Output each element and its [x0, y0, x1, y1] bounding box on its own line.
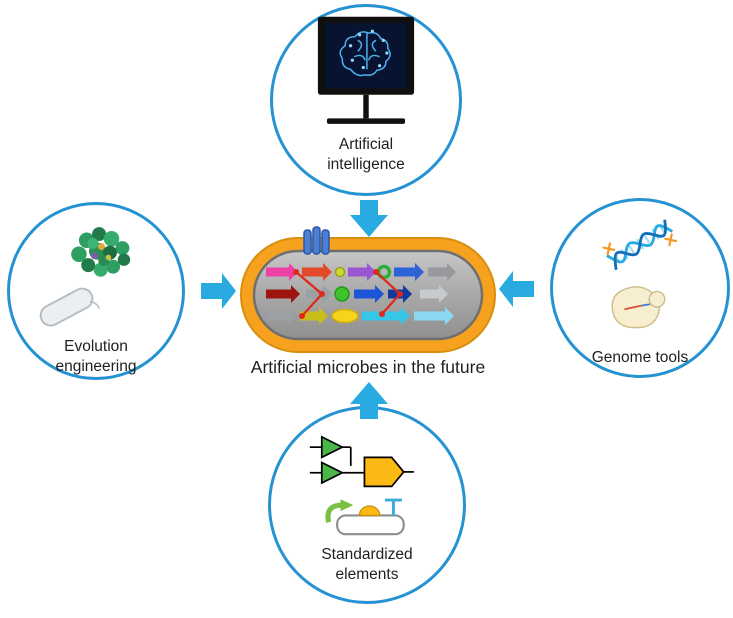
arrow-up-icon: [350, 382, 388, 419]
node-genome-tools: Genome tools: [550, 198, 730, 378]
arrow-right-icon: [201, 273, 236, 309]
node-label-evolution-engineering: Evolution engineering: [55, 338, 137, 375]
ai-monitor-icon: [307, 13, 425, 133]
microbe-capsule-icon: [240, 226, 496, 353]
node-artificial-intelligence: Artificial intelligence: [270, 4, 462, 196]
center-label: Artificial microbes in the future: [250, 357, 486, 377]
node-label-artificial-intelligence: Artificial intelligence: [327, 136, 405, 173]
microbe-illustration: [238, 226, 498, 358]
genetic-circuit-icon: [303, 423, 431, 543]
dna-scissors-yeast-icon: [576, 213, 704, 346]
arrow-down-icon: [350, 200, 388, 237]
protein-bacterium-icon: [26, 217, 166, 335]
node-evolution-engineering: Evolution engineering: [7, 202, 185, 380]
node-label-genome-tools: Genome tools: [591, 349, 689, 366]
arrow-left-icon: [499, 271, 534, 307]
node-standardized-elements: Standardized elements: [268, 406, 466, 604]
node-label-standardized-elements: Standardized elements: [321, 546, 413, 583]
